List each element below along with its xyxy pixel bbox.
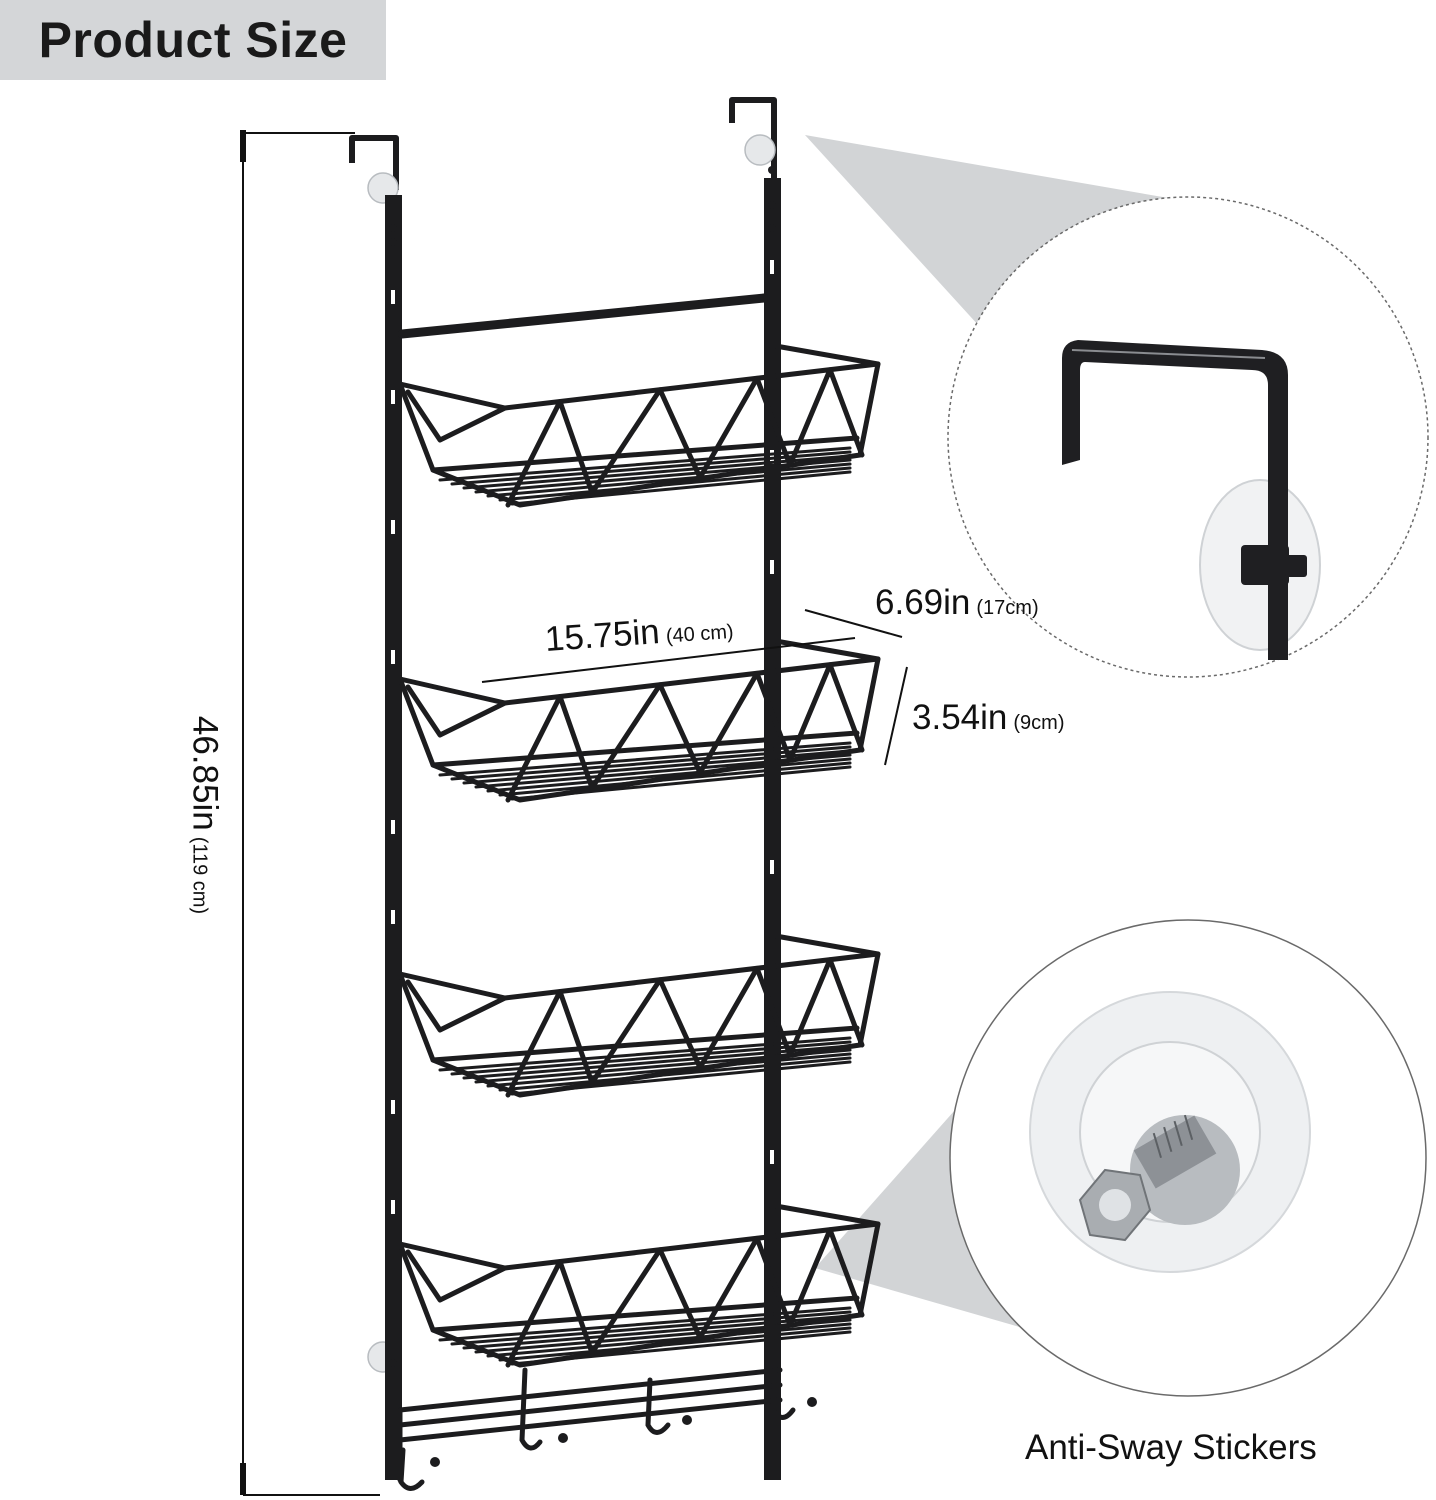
- basket: [397, 932, 881, 1098]
- width-metric: (40 cm): [665, 620, 735, 648]
- height-dimension-line: [242, 132, 380, 1496]
- basket-height-value: 3.54in: [912, 698, 1008, 737]
- sticker-caption: Anti-Sway Stickers: [1025, 1428, 1317, 1467]
- basket: [397, 342, 881, 508]
- hook-detail-callout: [947, 196, 1429, 678]
- height-metric: (119 cm): [188, 836, 211, 915]
- top-callout-wedge: [805, 135, 1180, 360]
- height-tick-top: [240, 130, 246, 162]
- depth-value: 6.69in: [875, 583, 971, 622]
- top-crossbar: [397, 293, 769, 339]
- baskets: [397, 342, 881, 1368]
- basket-height-metric: (9cm): [1013, 712, 1065, 734]
- height-tick-bottom: [240, 1463, 246, 1495]
- page-title: Product Size: [38, 12, 348, 68]
- top-hooks: [349, 97, 777, 190]
- bottom-hooks: [398, 1357, 796, 1491]
- depth-dimension-label: 6.69in(17cm): [875, 585, 1039, 620]
- basket: [397, 1202, 881, 1368]
- basket-height-dimension-label: 3.54in(9cm): [912, 700, 1064, 735]
- vertical-rails: [385, 166, 781, 1480]
- basket-height-dimension-line: [884, 666, 908, 766]
- width-dimension-line: [481, 637, 856, 683]
- depth-metric: (17cm): [976, 597, 1039, 619]
- sticker-detail-callout: [949, 919, 1427, 1397]
- title-badge: Product Size: [0, 0, 386, 80]
- basket: [397, 637, 881, 803]
- bottom-towel-bar: [397, 1367, 783, 1483]
- height-dimension-label: 46.85in (119 cm): [185, 715, 225, 915]
- height-value: 46.85in: [185, 715, 225, 831]
- width-value: 15.75in: [543, 612, 661, 659]
- depth-dimension-line: [804, 609, 903, 638]
- hook-ball-ends: [430, 1397, 817, 1467]
